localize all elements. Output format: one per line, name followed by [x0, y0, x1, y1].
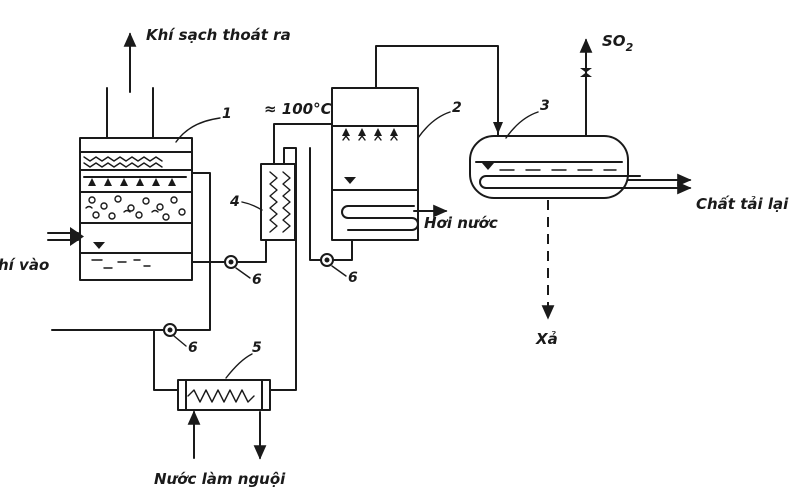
- carrier-label: Chất tải lại: [696, 195, 789, 213]
- pump-c-number: 6: [188, 340, 198, 356]
- pump-b-number: 6: [348, 270, 358, 286]
- piping: [51, 45, 503, 391]
- clean-gas-out-label: Khí sạch thoát ra: [146, 26, 291, 44]
- absorber-column: [47, 32, 193, 281]
- temperature-label: ≈ 100°C: [264, 100, 332, 118]
- absorber-liquid-level: [91, 242, 151, 269]
- so2-text: SO: [602, 32, 626, 50]
- heat-exchanger-number: 4: [229, 194, 240, 210]
- absorber-number: 1: [222, 106, 232, 122]
- drain-label: Xả: [535, 330, 558, 348]
- demister-pad: [83, 156, 163, 168]
- regenerator-number: 2: [452, 100, 462, 116]
- regenerator-spray-nozzles: [342, 128, 398, 141]
- pump-b-icon: [320, 253, 334, 267]
- cooler-number: 5: [252, 340, 262, 356]
- pump-a-icon: [224, 255, 238, 269]
- so2-label: SO2: [602, 32, 634, 54]
- packing-bed: [85, 195, 186, 221]
- absorber-spray-nozzles: [83, 176, 187, 186]
- steam-label: Hơi nước: [424, 214, 498, 232]
- water-cooler: [177, 379, 271, 460]
- cooling-water-label: Nước làm nguội: [154, 470, 286, 488]
- gas-in-label: hí vào: [0, 256, 49, 274]
- steam-heating-coil: [341, 205, 419, 231]
- so2-valve-icon: [580, 68, 592, 77]
- separator-coil: [479, 175, 641, 189]
- separator-drum: [469, 38, 692, 320]
- gas-inlet-arrow: [47, 227, 84, 246]
- pump-c-icon: [163, 323, 177, 337]
- so2-subscript: 2: [626, 41, 634, 54]
- pump-a-number: 6: [252, 272, 262, 288]
- leader-lines: [173, 111, 539, 379]
- separator-number: 3: [540, 98, 550, 114]
- heat-exchanger: [260, 163, 296, 241]
